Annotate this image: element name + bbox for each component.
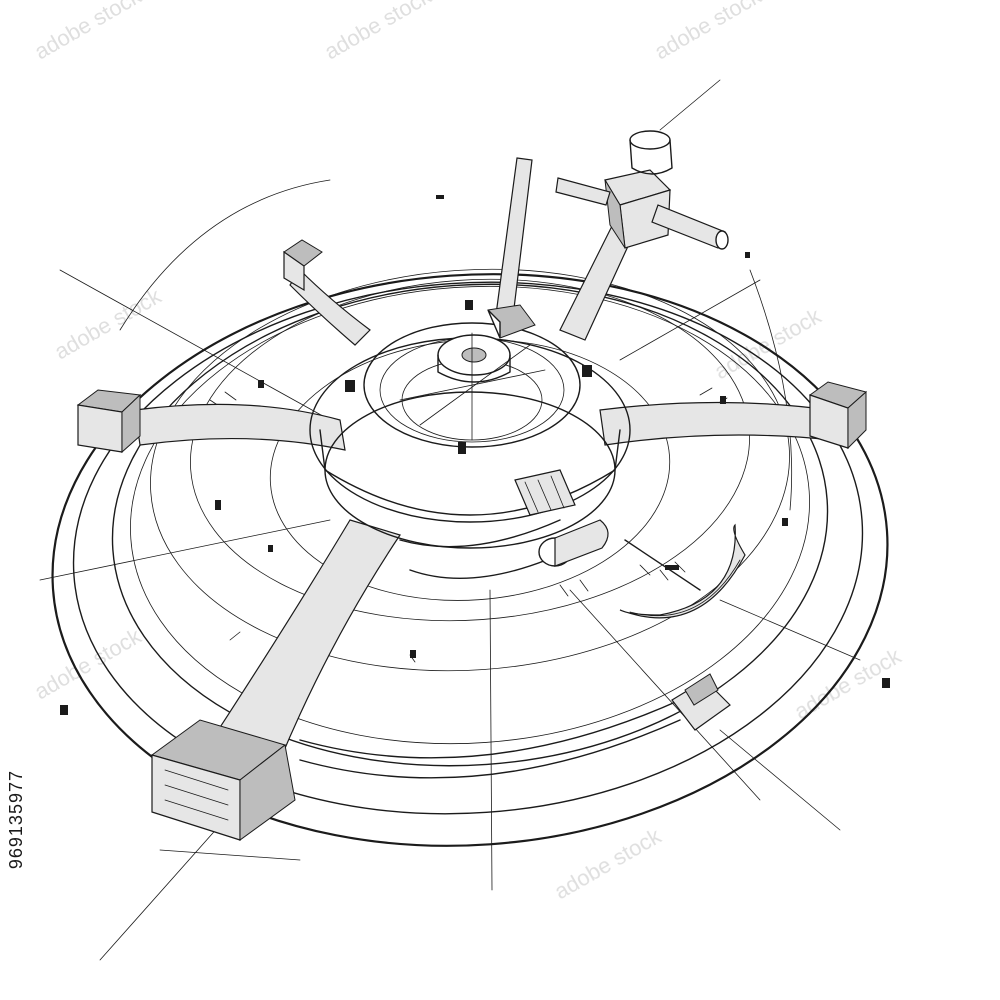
scale-segment	[619, 523, 746, 619]
stock-id-label: 969135977	[6, 770, 26, 870]
svg-text:adobe stock: adobe stock	[320, 0, 436, 64]
central-hub	[309, 322, 631, 567]
annotation-marks	[60, 195, 890, 715]
svg-text:adobe stock: adobe stock	[50, 283, 166, 364]
pointer-needle	[487, 157, 536, 339]
svg-text:adobe stock: adobe stock	[30, 0, 146, 64]
construction-lines	[39, 79, 861, 961]
svg-text:adobe stock: adobe stock	[550, 823, 666, 904]
gantry-tower	[555, 130, 729, 250]
cross-arms	[134, 209, 833, 761]
svg-text:adobe stock: adobe stock	[650, 0, 766, 64]
end-blocks	[76, 239, 868, 841]
